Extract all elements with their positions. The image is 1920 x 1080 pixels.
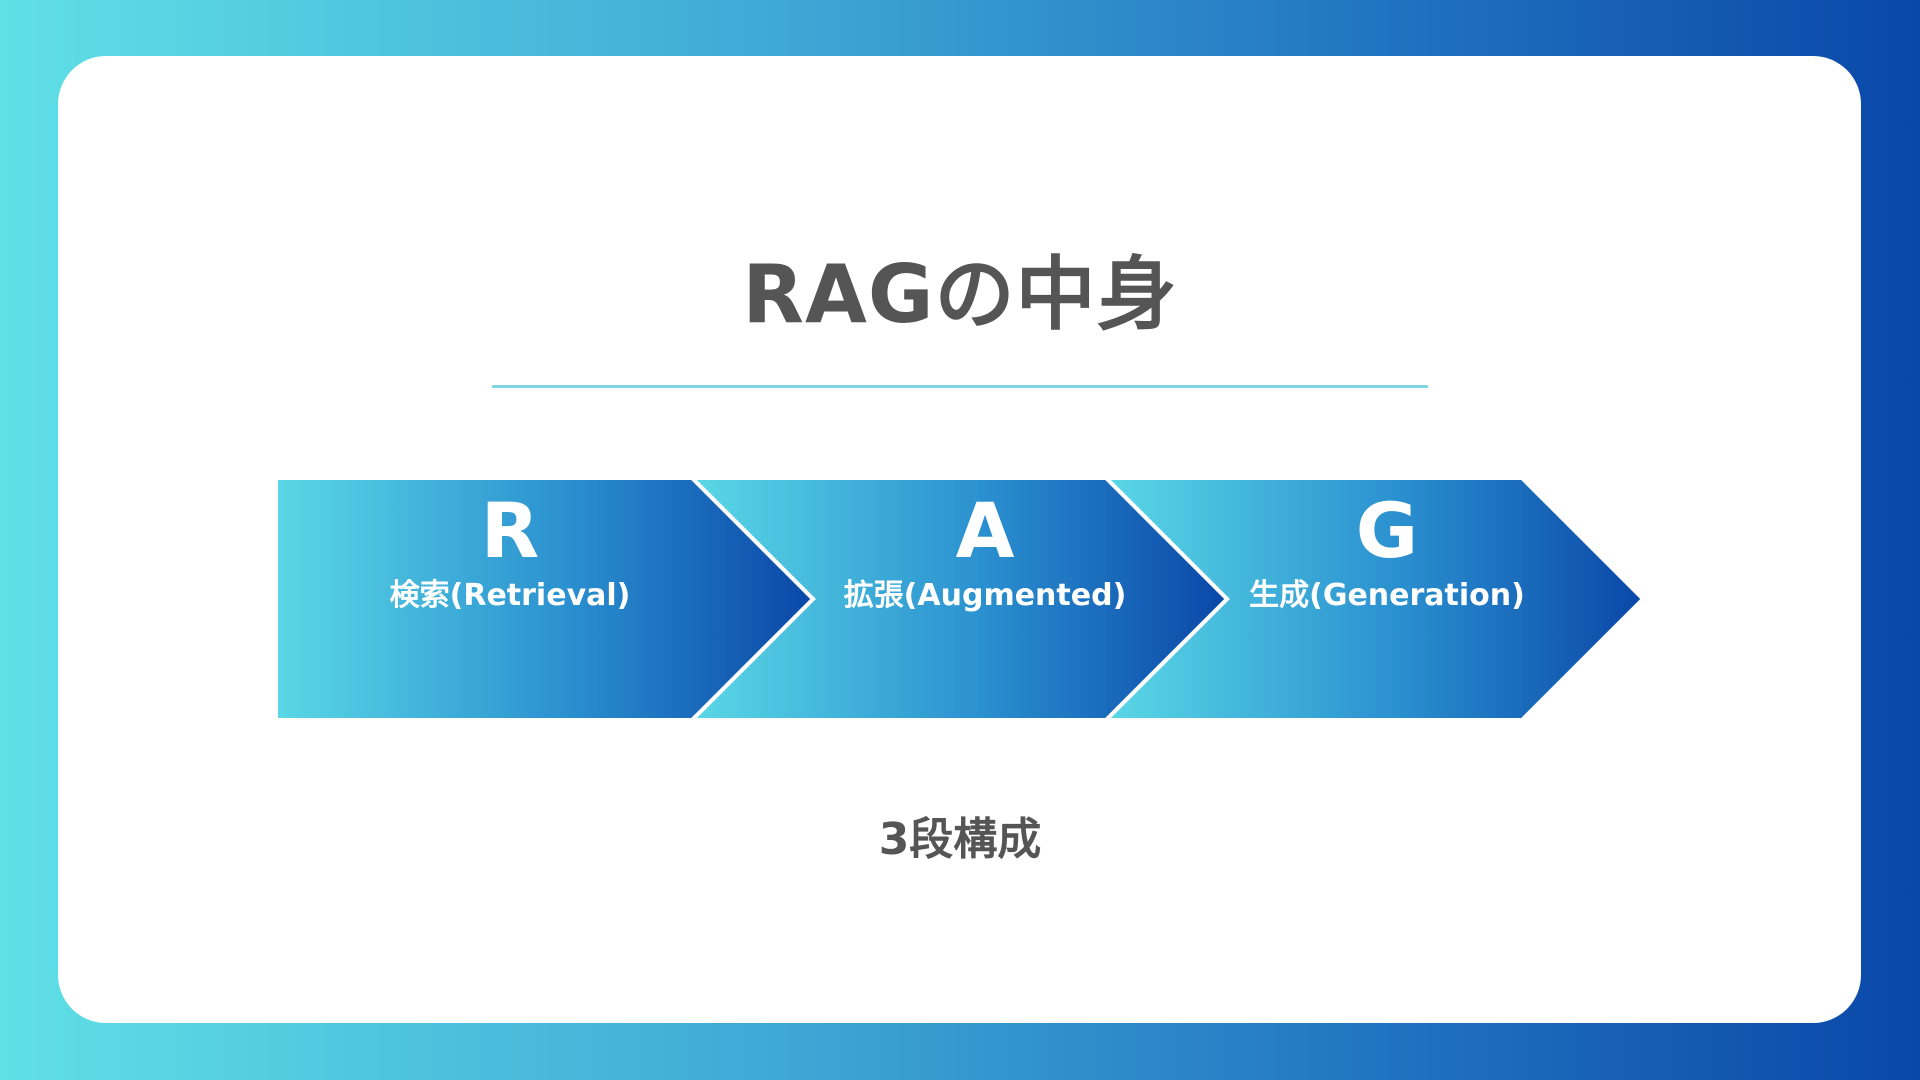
- stage-augmented: A 拡張(Augmented): [785, 478, 1185, 720]
- chevron-retrieval: [274, 476, 816, 722]
- stage-retrieval: R 検索(Retrieval): [310, 478, 710, 720]
- slide-title: RAGの中身: [742, 248, 1178, 341]
- stage-label: 検索(Retrieval): [389, 578, 631, 613]
- slide-subtitle: 3段構成: [878, 814, 1042, 865]
- stage-letter: R: [480, 486, 540, 575]
- stage-label: 生成(Generation): [1249, 578, 1525, 613]
- stage-letter: A: [955, 486, 1015, 575]
- title-divider: [492, 385, 1428, 388]
- stage-label: 拡張(Augmented): [843, 578, 1127, 613]
- stage-generation: G 生成(Generation): [1187, 478, 1587, 720]
- stage-letter: G: [1355, 486, 1419, 575]
